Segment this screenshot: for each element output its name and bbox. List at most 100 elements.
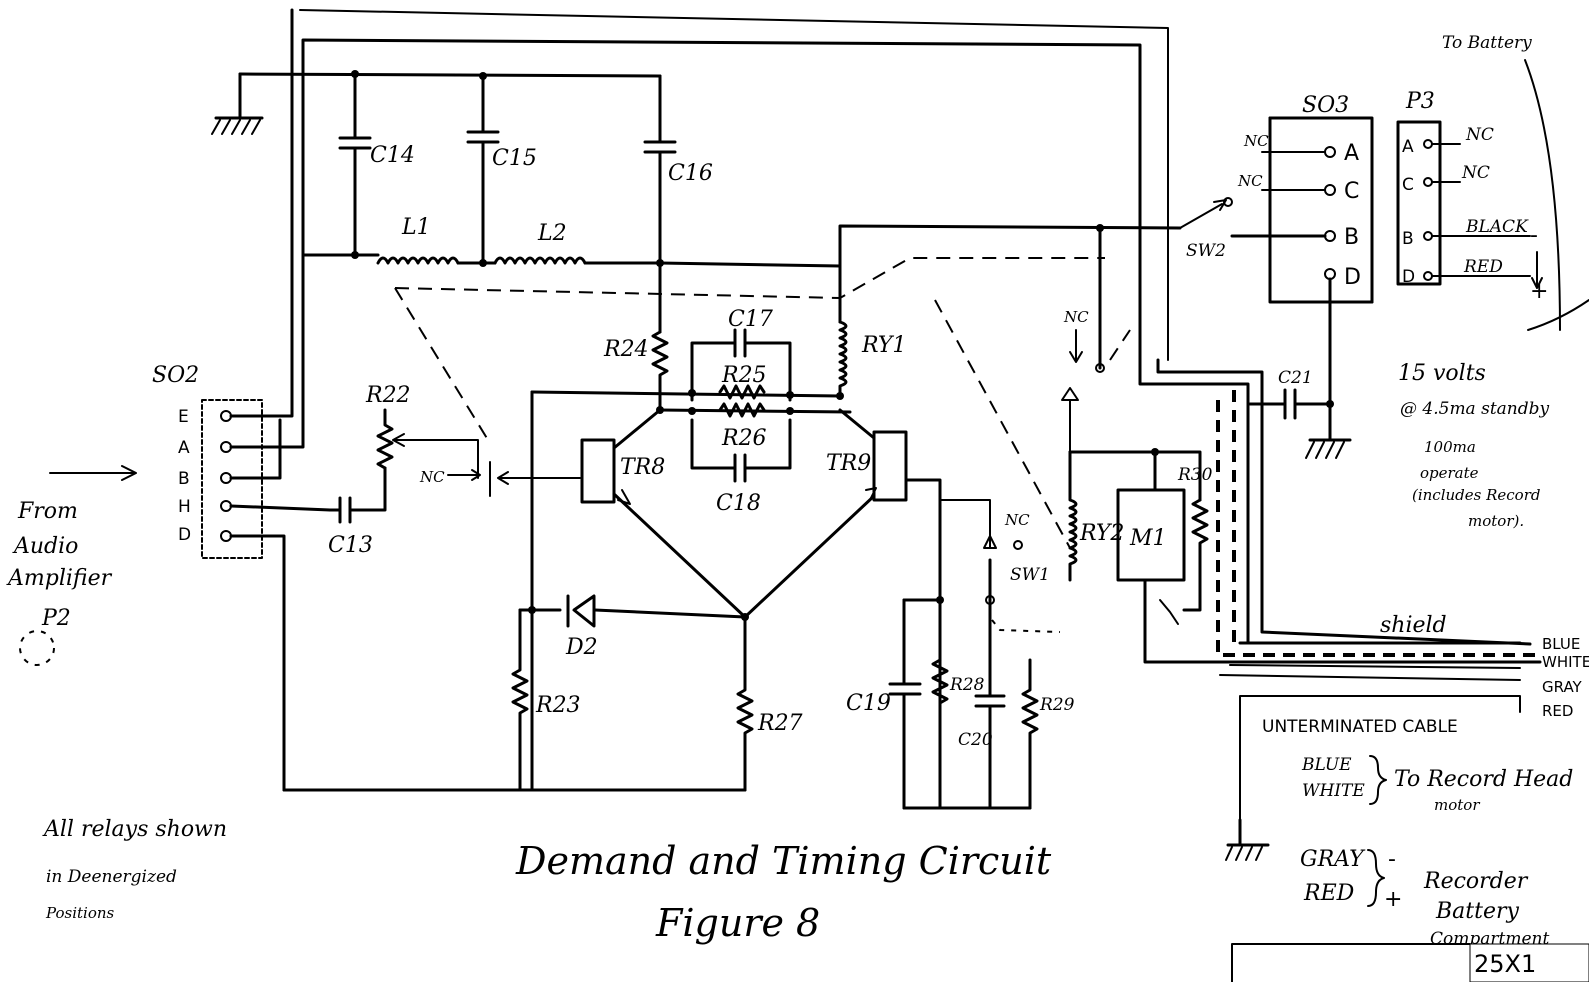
- top-wiring: [238, 8, 1250, 645]
- capacitor-c18-label: C18: [716, 491, 761, 516]
- svg-text:To Record Head: To Record Head: [1394, 767, 1573, 792]
- capacitor-c20-label: C20: [958, 730, 993, 750]
- svg-text:in Deenergized: in Deenergized: [46, 867, 177, 887]
- svg-text:NC: NC: [1243, 132, 1269, 150]
- svg-text:C14: C14: [370, 143, 415, 168]
- svg-text:Recorder: Recorder: [1423, 869, 1529, 894]
- svg-text:WHITE: WHITE: [1542, 653, 1589, 671]
- svg-text:TR8: TR8: [620, 455, 665, 480]
- transistor-tr8: TR8: [580, 408, 747, 619]
- diode-d2: D2: [528, 594, 749, 660]
- sw2-branch: SW2 NC: [838, 197, 1233, 373]
- capacitor-c21: C21: [1248, 368, 1352, 459]
- svg-text:B: B: [178, 469, 190, 489]
- svg-text:RY1: RY1: [861, 333, 906, 358]
- capacitor-c13: C13: [328, 466, 387, 558]
- svg-text:B: B: [1402, 229, 1414, 249]
- ground-icon: [211, 116, 264, 135]
- svg-text:E: E: [178, 407, 189, 427]
- relay-ry1: RY1: [838, 320, 906, 398]
- svg-text:operate: operate: [1420, 464, 1479, 482]
- svg-text:C15: C15: [492, 146, 537, 171]
- motor-section: RY2 M1 R30: [1061, 387, 1542, 664]
- svg-text:TR9: TR9: [826, 451, 871, 476]
- svg-text:+: +: [1384, 887, 1402, 912]
- switch-sw2-label: SW2: [1186, 241, 1226, 261]
- svg-text:C13: C13: [328, 533, 373, 558]
- connector-p3: P3 A C B D NC NC BLACK RED - +: [1396, 89, 1548, 304]
- svg-text:(includes Record: (includes Record: [1412, 486, 1541, 504]
- shielded-cable: shield BLUE WHITE GRAY RED: [1156, 358, 1589, 821]
- svg-text:P3: P3: [1405, 89, 1435, 114]
- svg-text:Audio: Audio: [12, 534, 78, 559]
- capacitor-c16: C16: [643, 140, 713, 186]
- cable-legend: UNTERMINATED CABLE BLUE WHITE To Record …: [1225, 717, 1573, 949]
- resistor-r26-label: R26: [721, 426, 767, 451]
- svg-text:B: B: [1344, 225, 1359, 250]
- svg-text:Positions: Positions: [45, 904, 115, 922]
- svg-text:Amplifier: Amplifier: [6, 566, 113, 591]
- svg-text:D2: D2: [565, 635, 598, 660]
- connector-so3: SO3 A C B D NC NC: [1230, 93, 1374, 406]
- resistor-r27: R27: [736, 615, 803, 792]
- inductor-l1-label: L1: [401, 215, 431, 240]
- resistor-r30-label: R30: [1177, 465, 1213, 485]
- svg-text:BLUE: BLUE: [1542, 635, 1580, 653]
- figure-number: Figure 8: [655, 901, 820, 945]
- svg-text:C: C: [1402, 175, 1414, 195]
- svg-text:NC: NC: [1461, 163, 1490, 183]
- svg-text:shield: shield: [1380, 613, 1447, 638]
- svg-text:motor).: motor).: [1468, 512, 1524, 530]
- timing-rc-bank: C19 R28 C20 NC SW1 R29: [282, 499, 1075, 810]
- so2-label: SO2: [152, 363, 199, 388]
- svg-text:NC: NC: [419, 468, 445, 486]
- svg-text:C16: C16: [668, 161, 713, 186]
- inductor-line: L1 L2: [301, 215, 842, 268]
- relay-note: All relays shown in Deenergized Position…: [42, 817, 227, 922]
- svg-text:A: A: [178, 438, 190, 458]
- svg-text:UNTERMINATED CABLE: UNTERMINATED CABLE: [1262, 717, 1458, 737]
- svg-text:BLACK: BLACK: [1465, 217, 1529, 237]
- svg-text:-: -: [1388, 847, 1396, 872]
- switch-sw1-label: SW1: [1010, 565, 1050, 585]
- svg-text:A: A: [1402, 137, 1414, 157]
- svg-text:WHITE: WHITE: [1302, 781, 1365, 801]
- page-id-box: 25X1: [1231, 943, 1589, 982]
- svg-text:NC: NC: [1063, 308, 1089, 326]
- svg-text:15 volts: 15 volts: [1398, 361, 1486, 386]
- svg-text:GRAY: GRAY: [1542, 678, 1583, 696]
- resistor-r25-label: R25: [721, 363, 767, 388]
- svg-text:@ 4.5ma standby: @ 4.5ma standby: [1400, 399, 1550, 419]
- svg-text:D: D: [1402, 267, 1415, 287]
- svg-text:D: D: [1344, 265, 1361, 290]
- svg-text:GRAY: GRAY: [1300, 847, 1366, 872]
- capacitor-c15: C15: [466, 130, 537, 171]
- svg-text:To Battery: To Battery: [1442, 33, 1532, 53]
- svg-text:C21: C21: [1278, 368, 1313, 388]
- resistor-r24: R24: [603, 261, 669, 412]
- svg-text:R24: R24: [603, 337, 649, 362]
- page-title: Demand and Timing Circuit: [515, 839, 1052, 883]
- svg-text:Battery: Battery: [1435, 899, 1520, 924]
- svg-text:H: H: [178, 497, 191, 517]
- svg-text:RED: RED: [1463, 257, 1503, 277]
- svg-text:25X1: 25X1: [1474, 950, 1536, 978]
- svg-text:-: -: [1530, 223, 1538, 248]
- connector-so2: SO2 E A B H D: [152, 363, 332, 792]
- svg-text:R23: R23: [535, 693, 581, 718]
- svg-text:RED: RED: [1542, 702, 1573, 720]
- capacitor-c17-label: C17: [728, 307, 773, 332]
- transistor-tr9: TR9: [743, 408, 942, 792]
- resistor-r22: R22 NC: [365, 383, 581, 497]
- inductor-l2-label: L2: [537, 221, 567, 246]
- battery-note: To Battery 15 volts @ 4.5ma standby 100m…: [1398, 33, 1589, 530]
- resistor-r28-label: R28: [949, 675, 985, 695]
- svg-text:NC: NC: [1237, 172, 1263, 190]
- svg-text:All relays shown: All relays shown: [42, 817, 227, 842]
- svg-text:NC: NC: [1004, 511, 1030, 529]
- svg-text:From: From: [17, 499, 78, 524]
- resistor-r29-label: R29: [1039, 695, 1075, 715]
- resistor-r23: R23: [511, 608, 581, 792]
- svg-text:A: A: [1344, 141, 1359, 166]
